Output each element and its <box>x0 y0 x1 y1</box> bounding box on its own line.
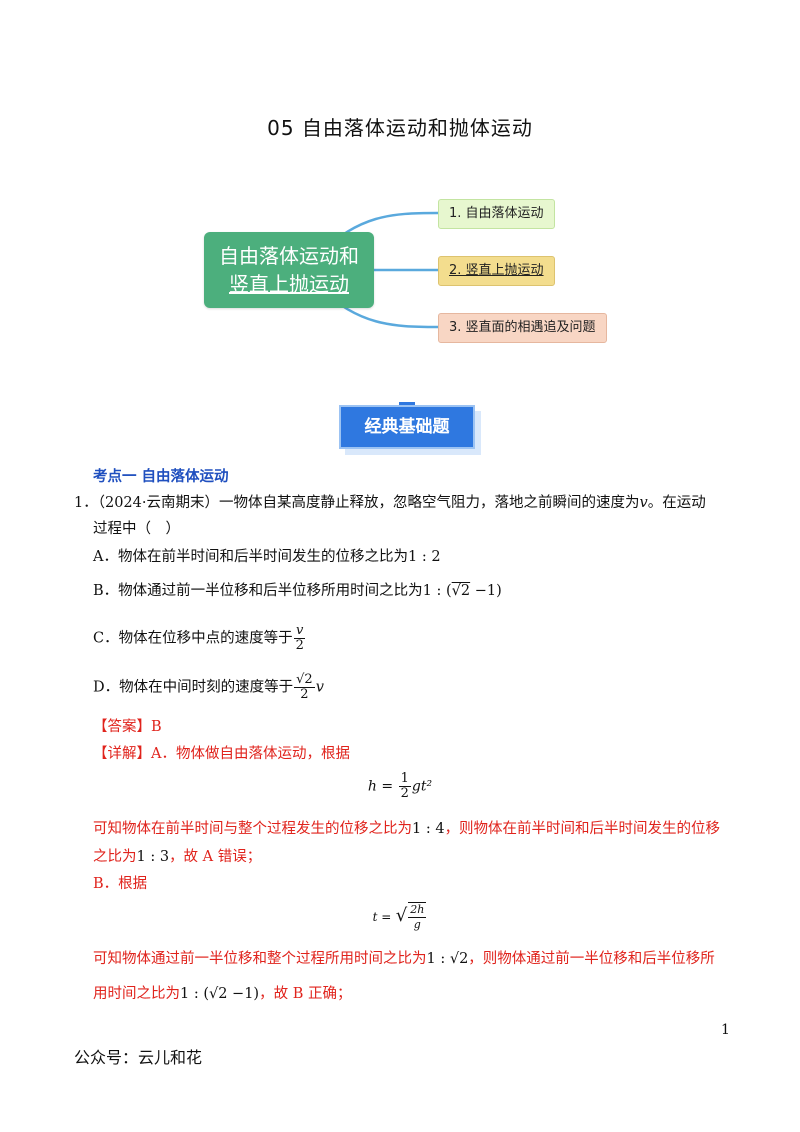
question-stem-line-2: 过程中（ ） <box>93 521 180 537</box>
mind-map-branch-1: 1. 自由落体运动 <box>438 199 555 229</box>
page-title: 05 自由落体运动和抛体运动 <box>267 116 533 140</box>
badge-label: 经典基础题 <box>339 405 475 449</box>
option-b: B．物体通过前一半位移和后半位移所用时间之比为1 : (√2 −1) <box>93 583 502 599</box>
mind-map-branch-3: 3. 竖直面的相遇追及问题 <box>438 313 607 343</box>
section-heading: 考点一 自由落体运动 <box>93 469 229 485</box>
central-line-1: 自由落体运动和 <box>219 244 359 268</box>
question-number: 1． <box>74 495 98 511</box>
option-a: A．物体在前半时间和后半时间发生的位移之比为1 : 2 <box>93 549 441 565</box>
answer-line: 【答案】B <box>93 719 162 735</box>
detail-a-line-1: 可知物体在前半时间与整个过程发生的位移之比为1 : 4，则物体在前半时间和后半时… <box>93 821 721 837</box>
detail-b-line-1: 可知物体通过前一半位移和整个过程所用时间之比为1 : √2，则物体通过前一半位移… <box>93 951 715 967</box>
section-badge: 经典基础题 <box>339 402 481 455</box>
detail-b-intro: B．根据 <box>93 876 148 892</box>
central-line-2: 竖直上抛运动 <box>229 272 349 296</box>
footer-text: 公众号：云儿和花 <box>74 1048 203 1067</box>
mind-map-branch-2: 2. 竖直上抛运动 <box>438 256 555 286</box>
detail-b-line-2: 用时间之比为1 : (√2 −1)，故 B 正确； <box>93 986 352 1002</box>
question-stem-line-1: 1．（2024·云南期末）一物体自某高度静止释放，忽略空气阻力，落地之前瞬间的速… <box>74 495 706 511</box>
detail-a-line-2: 之比为1 : 3，故 A 错误； <box>93 849 262 865</box>
mind-map: 自由落体运动和 竖直上抛运动 1. 自由落体运动 2. 竖直上抛运动 3. 竖直… <box>200 195 630 350</box>
page-number: 1 <box>721 1022 730 1038</box>
detail-a-intro: 【详解】A．物体做自由落体运动，根据 <box>93 746 350 762</box>
mind-map-central-node: 自由落体运动和 竖直上抛运动 <box>204 232 374 308</box>
